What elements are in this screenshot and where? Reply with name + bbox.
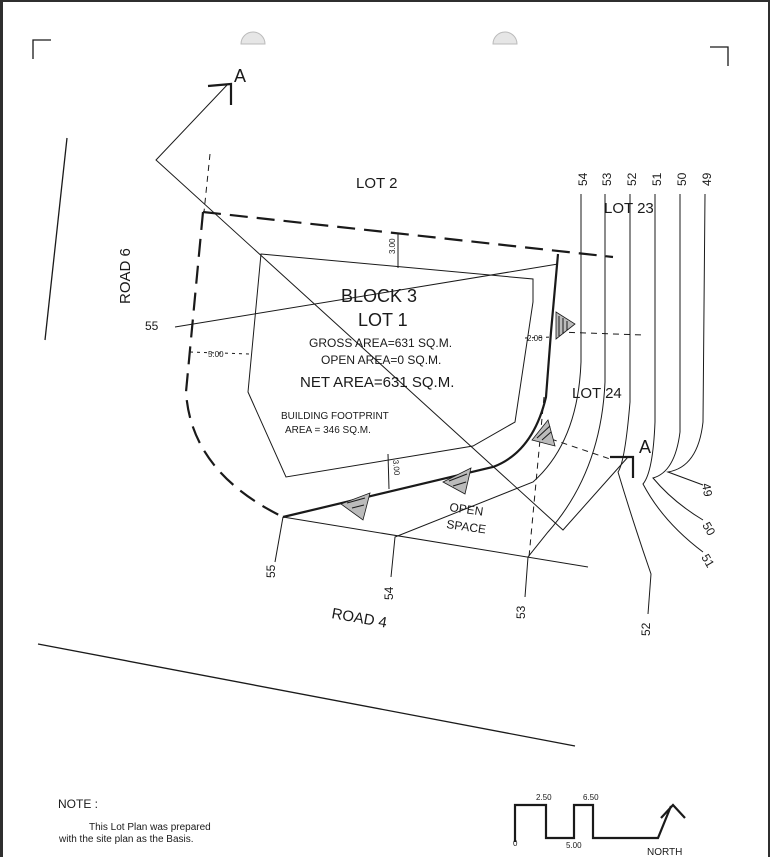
- contour-label-54-bottom: 54: [382, 586, 396, 600]
- setback-bottom-dimension: [387, 453, 390, 490]
- footprint-area-label: AREA = 346 SQ.M.: [285, 425, 371, 436]
- binder-hole-right: [492, 31, 518, 45]
- lot24-label: LOT 24: [572, 385, 622, 402]
- contour-label-top-52: 52: [625, 172, 639, 186]
- contour-line-53: [524, 194, 606, 598]
- contour-line-54: [390, 194, 582, 578]
- section-mark-bottom: A: [639, 437, 651, 457]
- gross-area-label: GROSS AREA=631 SQ.M.: [309, 336, 452, 350]
- road4-edge-line: [37, 643, 576, 747]
- contour-label-top-51: 51: [650, 172, 664, 186]
- extension-line-right: [528, 396, 545, 558]
- contour-line-55-bottom: [274, 516, 284, 563]
- contour-label-top-53: 53: [600, 172, 614, 186]
- contour-label-55-bottom: 55: [264, 564, 278, 578]
- slope-marker-4: [340, 492, 371, 521]
- setback-right-label: 2.00: [527, 334, 543, 343]
- lot-boundary: [184, 210, 614, 518]
- lot23-label: LOT 23: [604, 200, 654, 217]
- contour-label-53-bottom: 53: [514, 605, 528, 619]
- extension-line-top-left: [203, 153, 211, 213]
- contour-label-50-right: 50: [699, 520, 718, 539]
- section-arrow-bottom: [610, 455, 635, 478]
- scale-bar: [513, 803, 673, 842]
- contour-label-49-right: 49: [699, 482, 715, 498]
- extension-line-lot24: [550, 438, 614, 461]
- open-space-label-line1: OPEN: [449, 500, 485, 519]
- lot-plan-sheet: LOT 2 LOT 23 LOT 24 ROAD 6 ROAD 4 A A BL…: [3, 2, 768, 857]
- extension-line-lot23: [557, 331, 644, 336]
- contour-label-top-50: 50: [675, 172, 689, 186]
- contour-line-50: [652, 194, 704, 521]
- binder-hole-left: [240, 31, 266, 45]
- section-line-aa: [155, 83, 629, 531]
- lot2-label: LOT 2: [356, 175, 397, 192]
- slope-marker-3: [442, 467, 472, 495]
- contour-label-51-right: 51: [698, 552, 717, 571]
- contour-line-52: [617, 194, 652, 615]
- net-area-label: NET AREA=631 SQ.M.: [300, 374, 454, 391]
- contour-label-55-left: 55: [145, 319, 159, 333]
- footprint-title-label: BUILDING FOOTPRINT: [281, 411, 389, 422]
- slope-marker-2: [531, 419, 556, 447]
- scale-tick-0: 0: [513, 839, 518, 848]
- section-arrow-top: [207, 82, 233, 105]
- contour-label-top-54: 54: [576, 172, 590, 186]
- lot-number-label: LOT 1: [358, 310, 408, 330]
- contour-label-52-bottom: 52: [639, 622, 653, 636]
- open-space-label-line2: SPACE: [446, 517, 487, 536]
- open-space-boundary: [282, 516, 589, 568]
- contour-line-55: [174, 263, 559, 328]
- open-area-label: OPEN AREA=0 SQ.M.: [321, 353, 441, 367]
- road4-label: ROAD 4: [330, 605, 388, 631]
- building-footprint-outline: [247, 253, 534, 478]
- block-label: BLOCK 3: [341, 286, 417, 306]
- section-mark-top: A: [234, 66, 246, 86]
- contour-line-51: [642, 194, 704, 553]
- north-label: NORTH: [647, 847, 682, 857]
- setback-left-label: 5.00: [208, 350, 224, 359]
- scale-tick-250: 2.50: [536, 793, 552, 802]
- road6-label: ROAD 6: [117, 248, 134, 304]
- setback-right-dimension: [524, 336, 554, 339]
- note-title: NOTE :: [58, 797, 98, 811]
- crop-mark-top-left: [32, 39, 51, 59]
- scale-tick-650: 6.50: [583, 793, 599, 802]
- lot-boundary-right-edge: [282, 253, 560, 519]
- crop-mark-top-right: [710, 46, 729, 66]
- lot-plan-drawing: LOT 2 LOT 23 LOT 24 ROAD 6 ROAD 4 A A BL…: [32, 31, 729, 857]
- slope-marker-1: [555, 311, 576, 340]
- note-line2: with the site plan as the Basis.: [58, 834, 194, 845]
- setback-top-label: 3.00: [388, 238, 397, 254]
- scale-tick-500: 5.00: [566, 841, 582, 850]
- north-arrow-icon: [660, 803, 686, 819]
- setback-left-dimension: [189, 351, 250, 355]
- setback-bottom-label: 3.00: [391, 459, 401, 476]
- note-line1: This Lot Plan was prepared: [89, 822, 211, 833]
- road6-edge-line: [44, 137, 68, 341]
- contour-label-top-49: 49: [700, 172, 714, 186]
- contour-line-49: [666, 193, 706, 486]
